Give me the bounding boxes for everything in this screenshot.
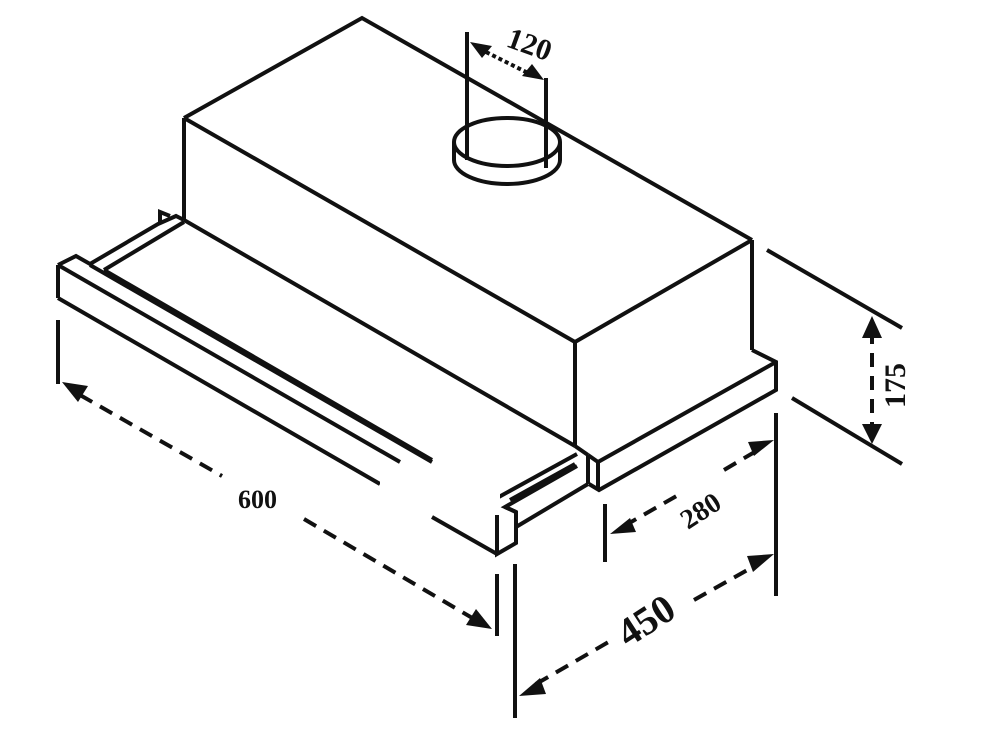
dim-120-arrow-right bbox=[522, 64, 544, 80]
dim-duct-diameter: 120 bbox=[465, 22, 557, 168]
dim-450-arrow-left bbox=[519, 678, 546, 696]
visor-right-step bbox=[504, 505, 517, 514]
dim-450-arrow-right bbox=[747, 554, 774, 572]
dim-280-line-b bbox=[722, 448, 760, 472]
dim-width: 600 bbox=[56, 320, 499, 636]
dim-175-ext-bottom bbox=[790, 396, 904, 466]
label-gap-mask bbox=[380, 475, 500, 515]
main-body-top-front-edge bbox=[183, 116, 576, 344]
visor-right-end bbox=[495, 464, 578, 558]
visor-lip-bottom-b bbox=[431, 515, 498, 556]
dim-175-arrow-top bbox=[862, 316, 882, 338]
rail-right-corner bbox=[573, 444, 590, 457]
dim-120-label: 120 bbox=[503, 22, 557, 68]
visor-right-bottom bbox=[514, 482, 590, 529]
dim-175-label: 175 bbox=[879, 363, 912, 408]
dim-450-line-a bbox=[534, 638, 614, 686]
main-body bbox=[182, 15, 754, 446]
main-body-top-right-edge bbox=[574, 238, 753, 344]
rail-right-top-edge bbox=[597, 360, 777, 464]
visor-right-top-a bbox=[496, 452, 578, 500]
dim-total-depth: 450 bbox=[513, 554, 774, 718]
visor-back-top-edge bbox=[57, 213, 185, 267]
visor-inner-front-edge-b bbox=[509, 462, 576, 502]
dim-600-line-b bbox=[302, 517, 476, 621]
visor-inner-back-edge bbox=[102, 220, 186, 272]
duct-collar bbox=[452, 116, 562, 186]
dim-450-line-b bbox=[693, 562, 759, 602]
visor-lip-top-b bbox=[89, 263, 433, 464]
dim-280-line-a bbox=[623, 492, 681, 528]
dim-600-label: 600 bbox=[238, 485, 277, 514]
dim-175-ext-top bbox=[765, 248, 904, 330]
duct-lower-ring bbox=[452, 142, 562, 186]
visor-lip-top-a bbox=[57, 263, 401, 464]
visor-lip-bottom bbox=[56, 296, 382, 486]
main-body-top-back-edges bbox=[183, 15, 753, 242]
dim-height: 175 bbox=[765, 248, 912, 466]
side-rail-right bbox=[573, 348, 778, 493]
visor-inner-right-edge bbox=[182, 218, 577, 448]
dim-600-arrow-left bbox=[62, 382, 88, 402]
slide-out-visor bbox=[56, 209, 590, 558]
rail-right-corner-2 bbox=[586, 453, 600, 464]
dim-120-line bbox=[485, 50, 531, 76]
visor-back-notch bbox=[158, 209, 171, 222]
dim-175-arrow-bottom bbox=[862, 424, 882, 444]
dim-280-label: 280 bbox=[675, 487, 727, 536]
dim-450-label: 450 bbox=[608, 585, 683, 655]
rail-right-outline bbox=[587, 348, 778, 493]
dim-120-arrow-left bbox=[470, 42, 492, 58]
dim-600-line-a bbox=[79, 393, 223, 478]
dim-280-arrow-left bbox=[610, 518, 636, 534]
dim-600-arrow-right bbox=[466, 609, 492, 629]
dim-280-arrow-right bbox=[748, 440, 774, 456]
